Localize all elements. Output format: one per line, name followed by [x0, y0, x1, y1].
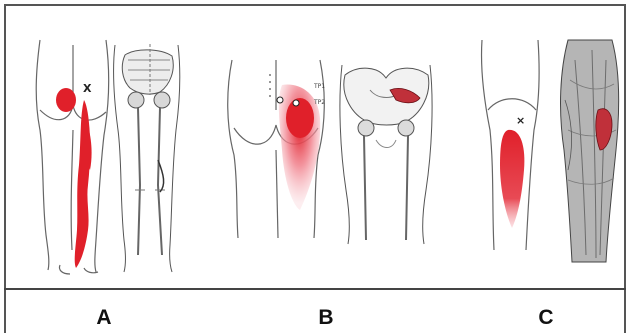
panel-label-c: C: [538, 306, 553, 330]
panel-label-b: B: [318, 306, 333, 330]
panel-c-illustration: ×: [481, 40, 618, 262]
panel-b-pelvis-skeleton: [340, 65, 432, 244]
panel-a-skeleton: [114, 44, 180, 272]
panel-a-illustration: X: [36, 40, 180, 274]
panel-label-a: A: [96, 306, 111, 330]
illustration-panels: X: [0, 0, 634, 290]
panel-c-pain-zone: [500, 130, 524, 228]
panel-b-illustration: TP1 TP2: [228, 60, 432, 244]
panel-a-leg-pain-zone: [75, 100, 90, 268]
panel-c-muscle-anatomy: [561, 40, 619, 262]
panel-b-tp2-mark: TP2: [313, 99, 325, 106]
panel-b-tp1-mark: TP1: [313, 83, 325, 90]
panel-b-dotted-reference: [269, 74, 271, 97]
panel-c-trigger-marker: ×: [516, 114, 525, 127]
panel-b-core-pain-zone: [286, 98, 314, 138]
panel-b-trigger-marker-2: [293, 100, 299, 106]
panel-a-gluteal-pain-zone: [56, 88, 76, 112]
panel-a-body-outline: [36, 40, 109, 274]
panel-b-trigger-marker-1: [277, 97, 283, 103]
panel-a-trigger-marker: X: [83, 82, 92, 95]
